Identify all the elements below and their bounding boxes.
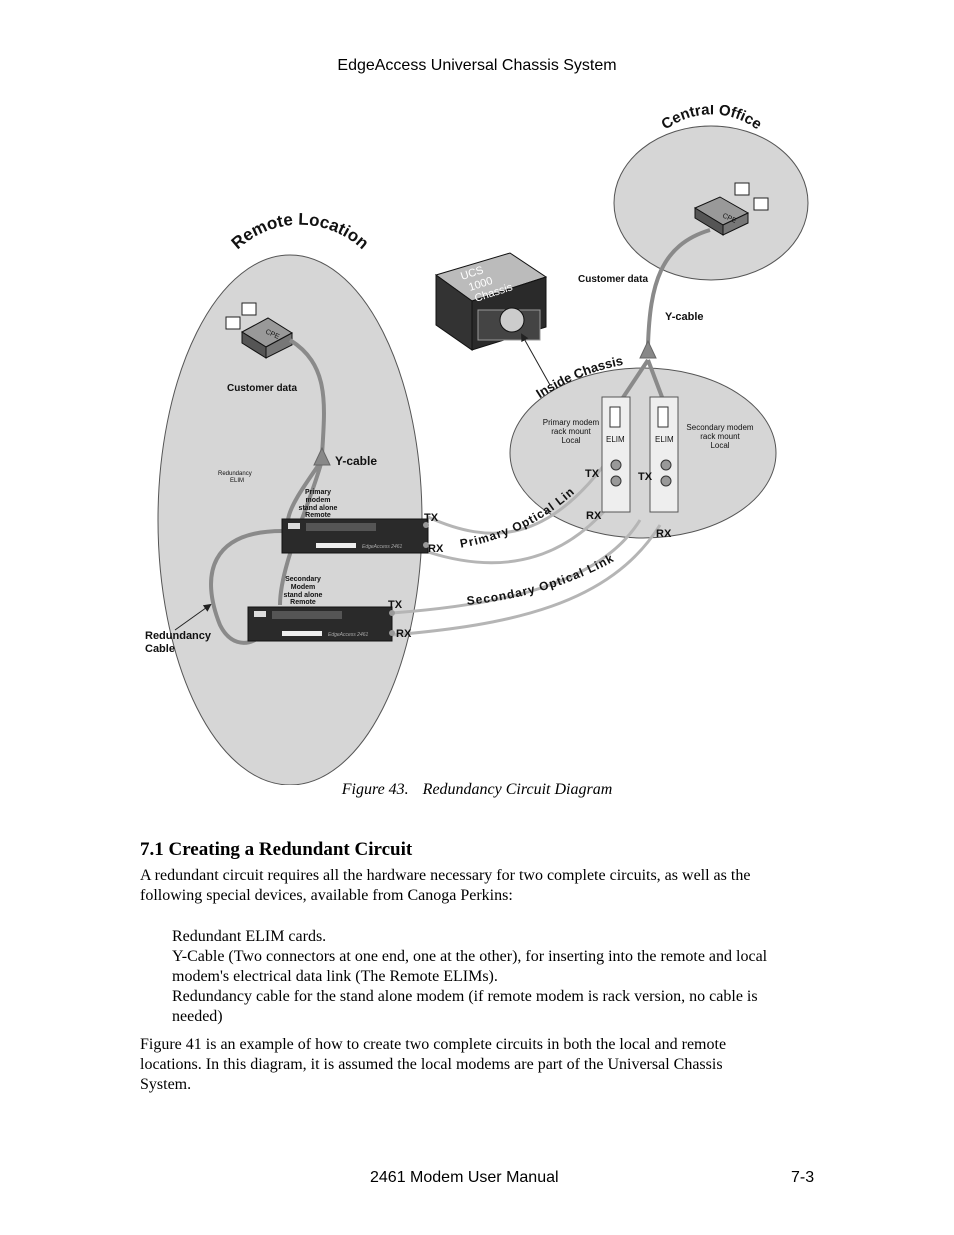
remote-secondary-rx: RX xyxy=(396,628,412,640)
local-secondary-rx: RX xyxy=(656,528,672,540)
redundancy-cable-label-1: Redundancy xyxy=(145,630,212,642)
secondary-local-label-1: Secondary modem xyxy=(686,423,753,432)
remote-y-cable-label: Y-cable xyxy=(335,454,377,468)
primary-device-brand: EdgeAccess 2461 xyxy=(362,544,403,550)
page-number: 7-3 xyxy=(791,1169,815,1186)
list-item: Redundant ELIM cards. xyxy=(172,928,327,945)
primary-remote-modem: EdgeAccess 2461 xyxy=(281,518,429,554)
rack-cards xyxy=(601,396,679,513)
remote-primary-tx: TX xyxy=(424,512,439,524)
redundancy-cable-label-2: Cable xyxy=(145,643,175,655)
closing-line-3: System. xyxy=(140,1076,192,1093)
co-customer-data-label: Customer data xyxy=(578,274,648,285)
redundancy-elim-label-1: Redundancy xyxy=(218,471,252,477)
footer-title: 2461 Modem User Manual xyxy=(370,1169,559,1186)
list-item: Redundancy cable for the stand alone mod… xyxy=(172,988,758,1005)
list-item: modem's electrical data link (The Remote… xyxy=(172,968,498,985)
redundancy-circuit-diagram: Remote Location Central Office Inside Ch… xyxy=(130,105,809,785)
figure-title: Redundancy Circuit Diagram xyxy=(422,781,613,798)
section-heading: 7.1 Creating a Redundant Circuit xyxy=(140,839,413,860)
secondary-local-label-3: Local xyxy=(710,441,729,450)
closing-line-2: locations. In this diagram, it is assume… xyxy=(140,1056,723,1073)
local-primary-rx: RX xyxy=(586,510,602,522)
figure-caption: Figure 43. Redundancy Circuit Diagram xyxy=(0,781,954,799)
remote-customer-data-label: Customer data xyxy=(227,383,297,394)
primary-remote-label-4: Remote xyxy=(305,512,331,519)
local-primary-tx: TX xyxy=(585,468,600,480)
closing-line-1: Figure 41 is an example of how to create… xyxy=(140,1036,727,1053)
secondary-remote-label-1: Secondary xyxy=(285,576,321,583)
primary-local-label-2: rack mount xyxy=(551,427,591,436)
secondary-remote-label-3: stand alone xyxy=(284,592,323,599)
secondary-device-brand: EdgeAccess 2461 xyxy=(328,632,369,638)
page-header: EdgeAccess Universal Chassis System xyxy=(337,57,617,74)
co-y-cable-label: Y-cable xyxy=(665,311,704,323)
redundancy-elim-label-2: ELIM xyxy=(230,478,244,484)
primary-local-label-3: Local xyxy=(561,436,580,445)
central-office-cpe: CPE xyxy=(693,182,769,236)
intro-line-2: following special devices, available fro… xyxy=(140,887,513,904)
secondary-remote-label-2: Modem xyxy=(291,584,316,591)
intro-line-1: A redundant circuit requires all the har… xyxy=(140,867,751,884)
remote-secondary-tx: TX xyxy=(388,599,403,611)
primary-remote-label-3: stand alone xyxy=(299,505,338,512)
redundancy-cable xyxy=(209,528,286,645)
list-item: Y-Cable (Two connectors at one end, one … xyxy=(172,948,768,965)
primary-remote-label-2: modem xyxy=(306,497,331,504)
ucs-1000-chassis: UCS 1000 Chassis xyxy=(434,252,548,351)
elim-label-2: ELIM xyxy=(655,435,674,444)
remote-primary-rx: RX xyxy=(428,543,444,555)
remote-ycable-primary xyxy=(286,458,324,521)
list-item: needed) xyxy=(172,1008,223,1025)
secondary-local-label-2: rack mount xyxy=(700,432,740,441)
remote-customer-cable xyxy=(288,338,326,456)
secondary-optical-link-label: Secondary Optical Link xyxy=(466,551,617,608)
secondary-remote-label-4: Remote xyxy=(290,599,316,606)
remote-cpe: CPE xyxy=(225,302,293,359)
figure-number: Figure 43. xyxy=(341,781,409,798)
elim-label-1: ELIM xyxy=(606,435,625,444)
remote-location-label: Remote Location xyxy=(228,210,373,253)
secondary-remote-modem: EdgeAccess 2461 xyxy=(247,606,395,642)
co-customer-cable xyxy=(646,228,711,346)
local-secondary-tx: TX xyxy=(638,471,653,483)
primary-remote-label-1: Primary xyxy=(305,489,331,496)
primary-local-label-1: Primary modem xyxy=(543,418,600,427)
